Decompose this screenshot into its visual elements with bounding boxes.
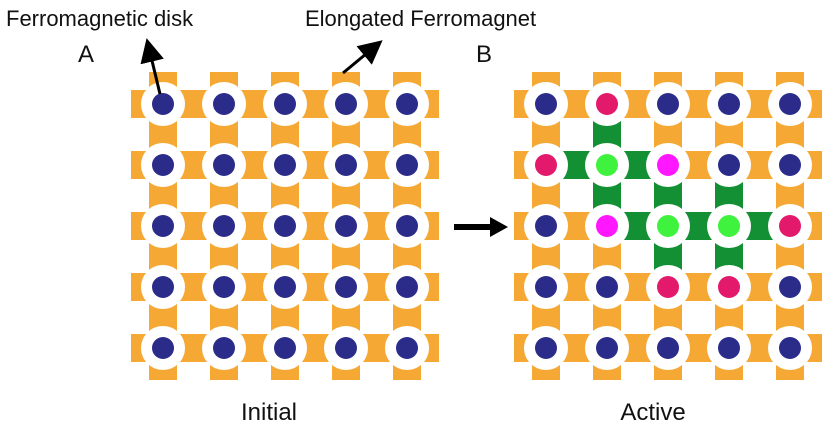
panel-b-disk-magenta [596,215,618,237]
panel-b-disk-blue [657,337,679,359]
panel-a-disk-blue [274,337,296,359]
panel-a-lattice [131,72,439,380]
panel-a-disk-blue [152,337,174,359]
panel-a-disk-blue [274,215,296,237]
panel-a-disk-blue [213,337,235,359]
panel-b-disk-red [779,215,801,237]
panel-a-disk-blue [213,215,235,237]
panel-b-disk-blue [596,276,618,298]
panel-b-disk-blue [657,93,679,115]
panel-a-disk-blue [335,154,357,176]
panel-a-disk-blue [274,154,296,176]
panel-a-disk-blue [152,93,174,115]
panel-b-disk-blue [718,337,740,359]
panel-a-disk-blue [152,276,174,298]
panel-a-disk-blue [152,215,174,237]
panel-b-disk-red [596,93,618,115]
panel-b-disk-blue [535,215,557,237]
panel-a-caption: Initial [241,399,297,426]
panel-b-disk-red [718,276,740,298]
panel-b-letter: B [476,41,492,68]
transition-arrow-icon [490,217,508,237]
panel-a-disk-blue [213,276,235,298]
panel-b-disk-blue [535,337,557,359]
panel-b-disk-magenta [657,154,679,176]
panel-b-disk-green [718,215,740,237]
panel-a-disk-blue [335,93,357,115]
panel-a-disk-blue [335,276,357,298]
panel-a-disk-blue [274,93,296,115]
panel-a-disk-blue [396,154,418,176]
panel-b-disk-red [535,154,557,176]
panel-b-disk-blue [718,93,740,115]
panel-a-disk-blue [396,215,418,237]
panel-a-disk-blue [335,215,357,237]
panel-a-disk-blue [152,154,174,176]
panel-b-disk-blue [535,276,557,298]
panel-b-disk-blue [596,337,618,359]
disk-annotation: Ferromagnetic disk [6,6,194,31]
panel-a-disk-blue [274,276,296,298]
panel-b-disk-blue [779,154,801,176]
panel-b-disk-blue [779,337,801,359]
panel-b-disk-green [657,215,679,237]
panel-b-disk-green [596,154,618,176]
panel-b-caption: Active [620,399,685,426]
panel-a-letter: A [78,41,94,68]
panel-a-disk-blue [396,276,418,298]
panel-b-disk-blue [779,93,801,115]
magnet-pointer-arrow [342,40,383,75]
disk-pointer-arrow [140,38,164,95]
panel-b-disk-blue [535,93,557,115]
panel-b-disk-blue [718,154,740,176]
panel-a-disk-blue [335,337,357,359]
panel-a-disk-blue [213,93,235,115]
panel-a-disk-blue [213,154,235,176]
panel-b-disk-red [657,276,679,298]
panel-a-disk-blue [396,337,418,359]
magnet-annotation: Elongated Ferromagnet [305,6,536,31]
panel-b-lattice [514,72,822,380]
panel-a-disk-blue [396,93,418,115]
panel-b-disk-blue [779,276,801,298]
